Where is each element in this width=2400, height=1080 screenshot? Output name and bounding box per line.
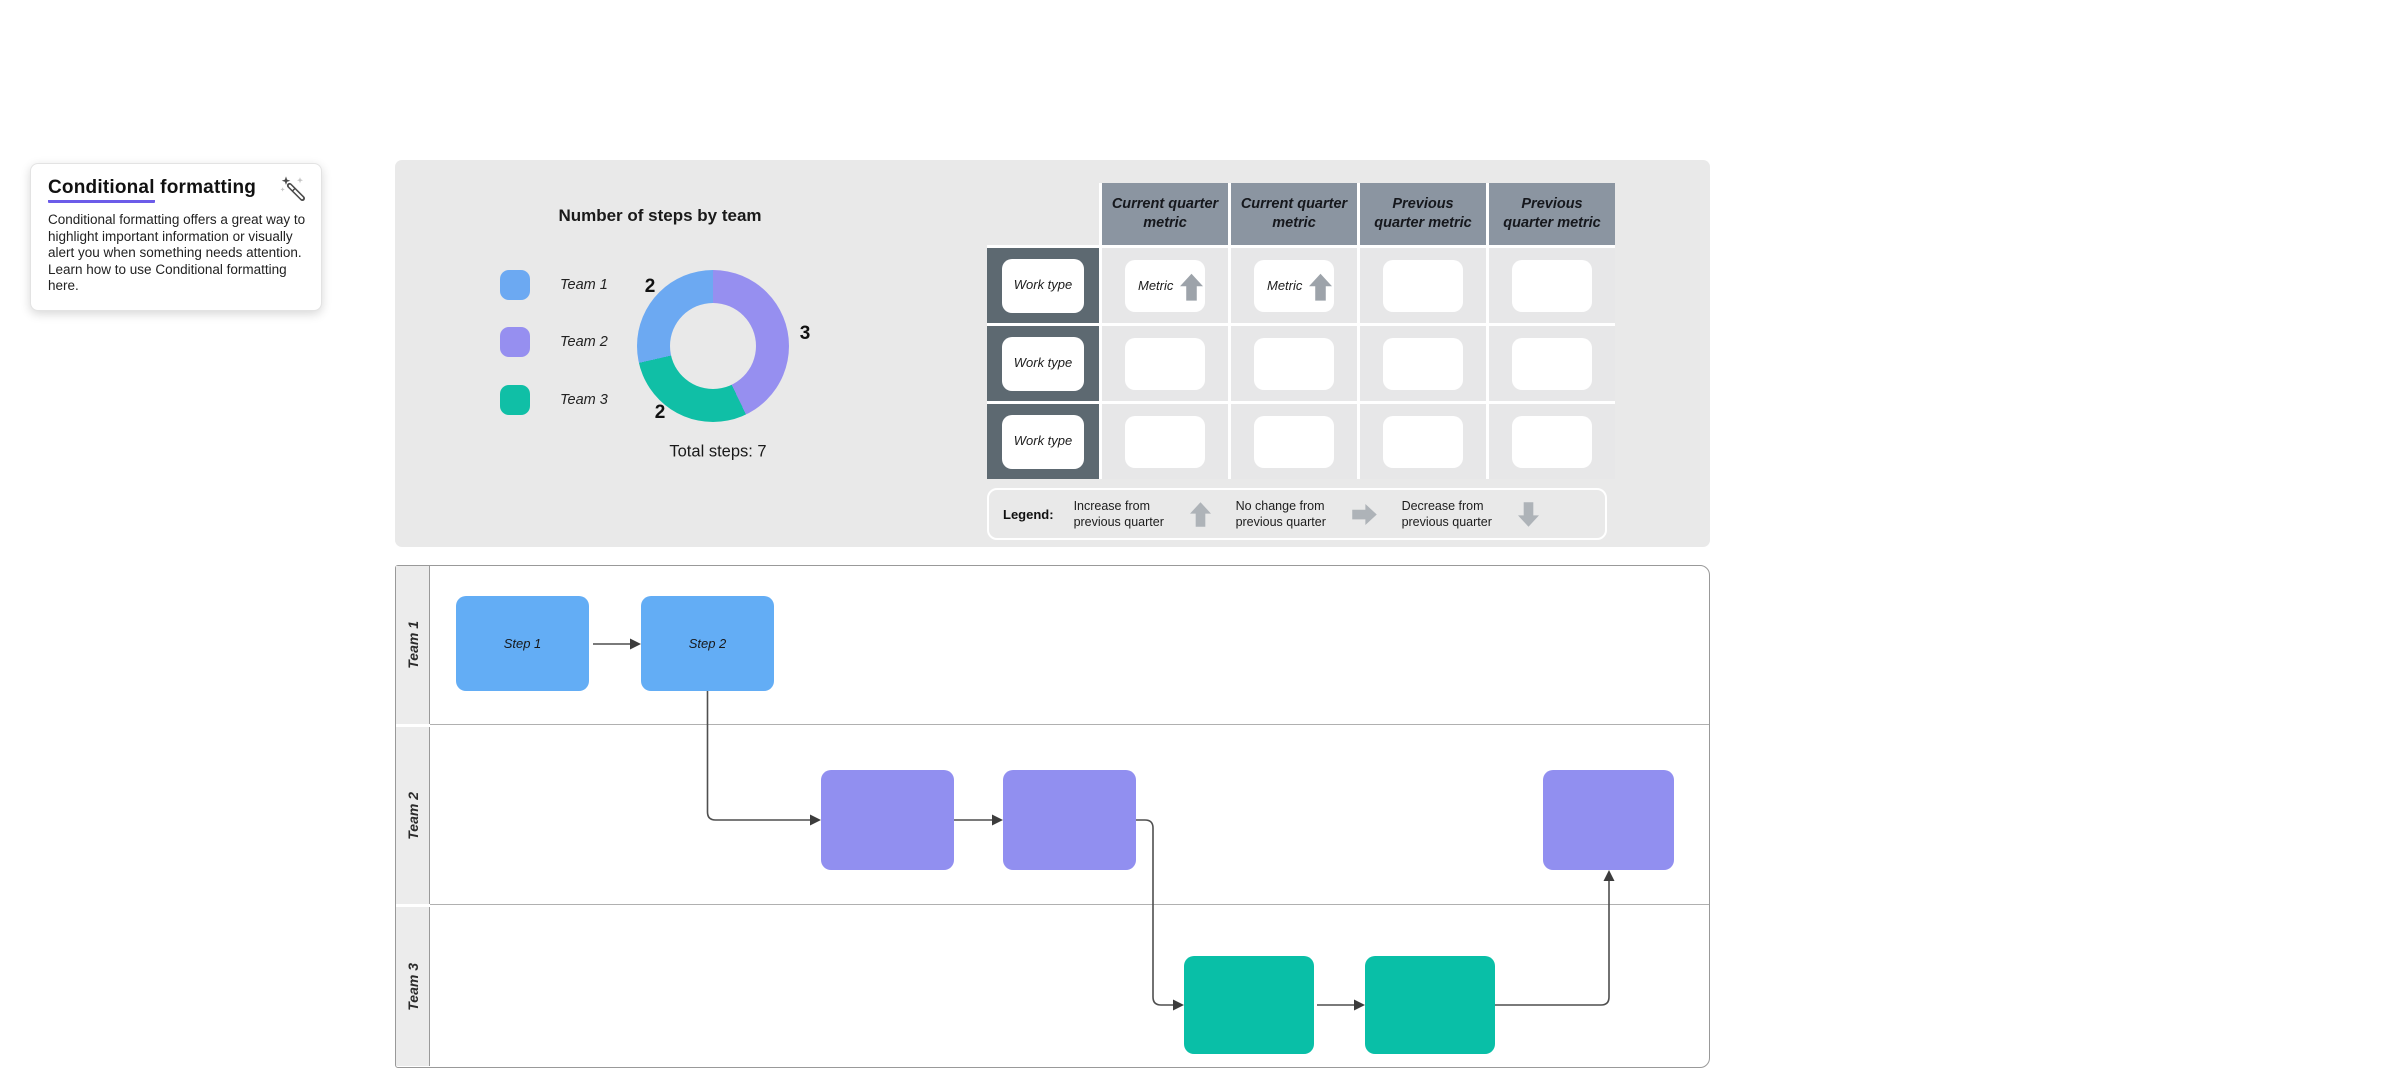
arrow-up-icon <box>1180 273 1203 301</box>
lane-header-team3[interactable]: Team 3 <box>396 907 430 1066</box>
tooltip-title-underlined: Conditional <box>48 177 155 203</box>
tooltip-body: Conditional formatting offers a great wa… <box>48 212 306 294</box>
magic-wand-icon <box>280 176 305 201</box>
legend-item-no-change: No change from previous quarter <box>1236 498 1377 531</box>
slice-value-team3: 2 <box>654 402 666 423</box>
team1-label: Team 1 <box>560 277 608 293</box>
arrow-right-icon <box>1351 503 1377 525</box>
arrow-up-icon <box>1189 501 1211 527</box>
table-cell[interactable]: Metric <box>1102 248 1228 323</box>
chart-title: Number of steps by team <box>558 206 762 225</box>
conditional-formatting-tooltip[interactable]: Conditional formatting Conditional forma… <box>30 163 322 311</box>
table-cell[interactable] <box>1360 248 1486 323</box>
metric-table: Current quarter metric Current quarter m… <box>987 183 1615 479</box>
team3-label: Team 3 <box>560 392 608 408</box>
chart-legend-item: Team 1 <box>500 270 608 300</box>
chart-legend-item: Team 2 <box>500 327 608 357</box>
arrow-up-icon <box>1309 273 1332 301</box>
table-cell[interactable] <box>1489 248 1615 323</box>
column-header[interactable]: Current quarter metric <box>1102 183 1228 245</box>
quarter-legend-bar: Legend: Increase from previous quarter N… <box>987 488 1607 540</box>
slice-value-team1: 2 <box>644 276 656 297</box>
table-cell[interactable] <box>1102 326 1228 401</box>
table-cell[interactable] <box>1102 404 1228 479</box>
total-steps-label: Total steps: 7 <box>669 442 767 461</box>
team3-swatch <box>500 385 530 415</box>
team1-swatch <box>500 270 530 300</box>
metrics-panel[interactable]: Number of steps by team Team 1 Team 2 Te… <box>395 160 1710 547</box>
flow-step-2[interactable]: Step 2 <box>641 596 774 691</box>
swimlane-diagram[interactable]: Team 1 Team 2 Team 3 <box>395 565 1710 1068</box>
lane-divider <box>430 724 1709 725</box>
flow-step-7[interactable] <box>1543 770 1674 870</box>
lane-header-team2[interactable]: Team 2 <box>396 727 430 904</box>
legend-label: Legend: <box>1003 506 1054 522</box>
legend-item-decrease: Decrease from previous quarter <box>1402 498 1539 531</box>
table-cell[interactable] <box>1231 326 1357 401</box>
table-cell[interactable] <box>1360 326 1486 401</box>
flow-step-1[interactable]: Step 1 <box>456 596 589 691</box>
flow-step-6[interactable] <box>1365 956 1495 1054</box>
flow-step-3[interactable] <box>821 770 954 870</box>
tooltip-title: Conditional formatting <box>48 177 279 203</box>
flow-step-5[interactable] <box>1184 956 1314 1054</box>
table-cell[interactable] <box>1231 404 1357 479</box>
row-label-cell[interactable]: Work type <box>987 248 1099 323</box>
slice-value-team2: 3 <box>799 323 811 344</box>
flow-connectors <box>593 638 1615 1011</box>
row-label-cell[interactable]: Work type <box>987 404 1099 479</box>
column-header[interactable]: Current quarter metric <box>1231 183 1357 245</box>
table-cell[interactable]: Metric <box>1231 248 1357 323</box>
row-label-cell[interactable]: Work type <box>987 326 1099 401</box>
table-cell[interactable] <box>1489 326 1615 401</box>
column-header[interactable]: Previous quarter metric <box>1489 183 1615 245</box>
table-corner-cell <box>987 183 1099 245</box>
table-cell[interactable] <box>1360 404 1486 479</box>
legend-item-increase: Increase from previous quarter <box>1074 498 1211 531</box>
lane-header-team1[interactable]: Team 1 <box>396 566 430 724</box>
lane-divider <box>430 904 1709 905</box>
flow-step-4[interactable] <box>1003 770 1136 870</box>
team2-swatch <box>500 327 530 357</box>
chart-legend-item: Team 3 <box>500 385 608 415</box>
donut-hole <box>670 303 756 389</box>
arrow-down-icon <box>1517 501 1539 527</box>
table-cell[interactable] <box>1489 404 1615 479</box>
team2-label: Team 2 <box>560 334 608 350</box>
column-header[interactable]: Previous quarter metric <box>1360 183 1486 245</box>
